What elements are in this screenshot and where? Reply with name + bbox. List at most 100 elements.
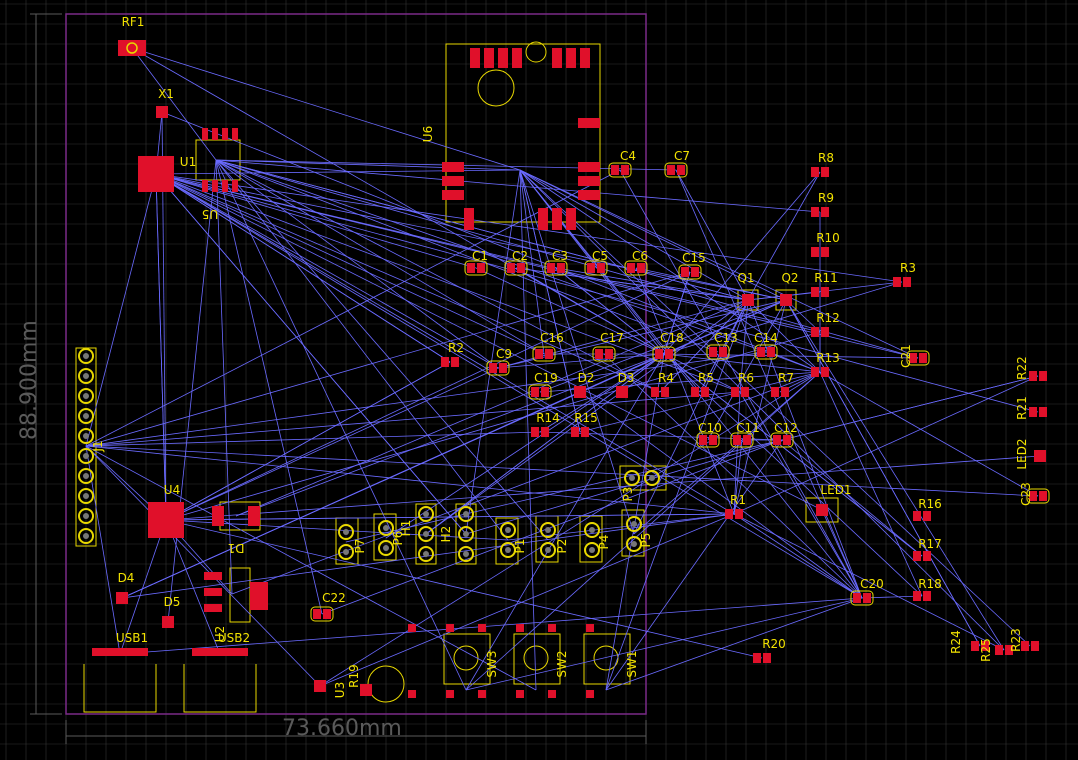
label-r12: R12 <box>816 311 840 325</box>
pad-usb1 <box>92 648 148 656</box>
pad-r17 <box>913 551 931 561</box>
label-r10: R10 <box>816 231 840 245</box>
label-u1: U1 <box>180 155 196 169</box>
label-r8: R8 <box>818 151 834 165</box>
pad-r3 <box>893 277 911 287</box>
pad-p1 <box>500 522 516 558</box>
pad-r18 <box>913 591 931 601</box>
label-x1: X1 <box>158 87 174 101</box>
label-u3: U3 <box>333 682 347 698</box>
label-c10: C10 <box>698 421 722 435</box>
pad-j1 <box>78 348 94 544</box>
pad-r4 <box>651 387 669 397</box>
label-r4: R4 <box>658 371 674 385</box>
pad-d4 <box>116 592 128 604</box>
label-r21: R21 <box>1015 396 1029 420</box>
label-d5: D5 <box>164 595 181 609</box>
label-c16: C16 <box>540 331 564 345</box>
label-c9: C9 <box>496 347 512 361</box>
pad-r19 <box>360 684 372 696</box>
pad-usb2 <box>192 648 248 656</box>
label-r19: R19 <box>347 664 361 688</box>
pad-c1 <box>464 260 488 276</box>
label-c18: C18 <box>660 331 684 345</box>
pad-u5 <box>202 128 238 192</box>
pad-p7 <box>338 524 354 560</box>
label-r6: R6 <box>738 371 754 385</box>
label-u4: U4 <box>164 483 180 497</box>
label-q2: Q2 <box>781 271 798 285</box>
pad-c15 <box>678 264 702 280</box>
label-r5: R5 <box>698 371 714 385</box>
pad-h2 <box>458 506 474 562</box>
pad-r1 <box>725 509 743 519</box>
pad-sw1 <box>548 624 594 698</box>
label-p2: P2 <box>555 539 569 554</box>
pad-x1 <box>156 106 168 118</box>
label-r2: R2 <box>448 341 464 355</box>
pad-d2 <box>574 386 586 398</box>
pad-d1 <box>212 506 260 526</box>
pad-c16 <box>532 346 556 362</box>
label-c2: C2 <box>512 249 528 263</box>
pad-d3 <box>616 386 628 398</box>
label-c5: C5 <box>592 249 608 263</box>
label-h1: H1 <box>399 520 413 537</box>
label-c7: C7 <box>674 149 690 163</box>
label-p1: P1 <box>513 539 527 554</box>
label-c15: C15 <box>682 251 706 265</box>
pad-p5 <box>626 516 642 552</box>
label-c22: C22 <box>322 591 346 605</box>
pad-c2 <box>504 260 528 276</box>
silkscreen-outlines <box>75 139 839 713</box>
pad-r14 <box>531 427 549 437</box>
pad-r6 <box>731 387 749 397</box>
label-sw1: SW1 <box>625 650 639 677</box>
pad-u4 <box>148 502 184 538</box>
label-u6: U6 <box>421 126 435 142</box>
pad-p3 <box>624 470 660 486</box>
pad-r5 <box>691 387 709 397</box>
label-c4: C4 <box>620 149 636 163</box>
pad-sw2 <box>478 624 524 698</box>
label-d1: D1 <box>228 541 245 555</box>
label-j1: J1 <box>91 440 105 452</box>
pad-r23 <box>1021 641 1039 651</box>
pad-c22 <box>310 606 334 622</box>
label-p4: P4 <box>597 535 611 550</box>
label-usb1: USB1 <box>116 631 148 645</box>
label-r11: R11 <box>814 271 838 285</box>
pad-r21 <box>1029 407 1047 417</box>
label-r1: R1 <box>730 493 746 507</box>
label-c13: C13 <box>714 331 738 345</box>
pad-c13 <box>706 344 730 360</box>
pad-r11 <box>811 287 829 297</box>
label-r17: R17 <box>918 537 942 551</box>
label-c20: C20 <box>860 577 884 591</box>
label-q1: Q1 <box>737 271 754 285</box>
pad-p2 <box>540 522 556 558</box>
pad-c21 <box>906 350 930 366</box>
label-c17: C17 <box>600 331 624 345</box>
pad-u6 <box>442 48 600 230</box>
label-r13: R13 <box>816 351 840 365</box>
label-c1: C1 <box>472 249 488 263</box>
label-u2: U2 <box>213 626 227 642</box>
label-r18: R18 <box>918 577 942 591</box>
pad-c10 <box>696 432 720 448</box>
label-c11: C11 <box>736 421 760 435</box>
pad-u1 <box>138 156 174 192</box>
label-r20: R20 <box>762 637 786 651</box>
pad-c18 <box>652 346 676 362</box>
board-outline <box>65 13 647 715</box>
label-u5: U5 <box>202 207 218 221</box>
label-r14: R14 <box>536 411 560 425</box>
pad-r24 <box>971 641 989 651</box>
label-r24: R24 <box>949 630 963 654</box>
pad-sw3 <box>408 624 454 698</box>
label-p3: P3 <box>621 487 635 502</box>
pad-r20 <box>753 653 771 663</box>
label-led2: LED2 <box>1015 438 1029 469</box>
